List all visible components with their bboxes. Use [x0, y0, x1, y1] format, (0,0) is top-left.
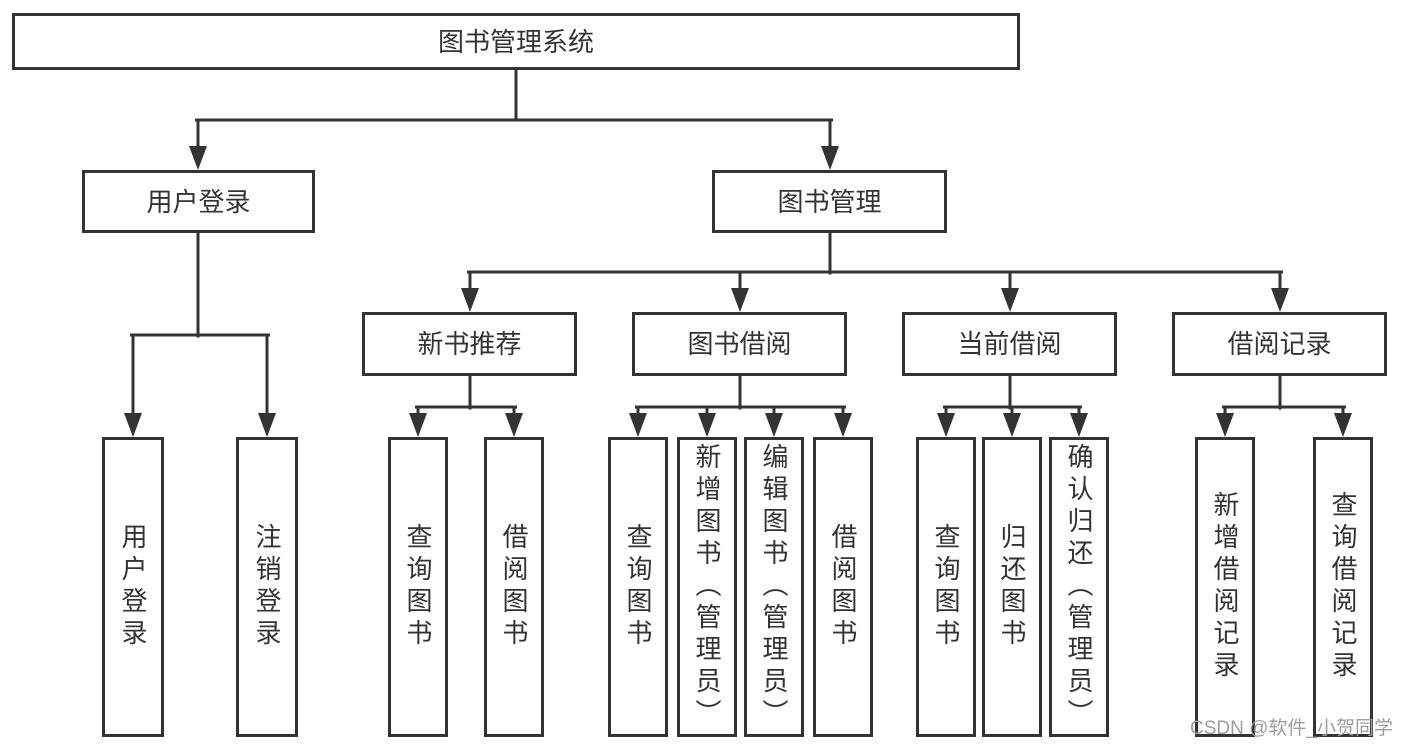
leaf-logout: 注销登录 [236, 437, 298, 737]
leaf-add-borrow-record: 新增借阅记录 [1195, 437, 1255, 737]
node-label: 用户登录 [118, 523, 148, 651]
node-label: 新增图书（管理员） [692, 443, 722, 731]
node-label: 借阅图书 [499, 523, 529, 651]
node-new-book-recommendation: 新书推荐 [362, 312, 577, 376]
watermark: CSDN @软件_小贺同学 [1190, 718, 1393, 739]
node-label: 归还图书 [997, 523, 1027, 651]
node-book-borrowing: 图书借阅 [632, 312, 847, 376]
node-label: 图书管理系统 [437, 26, 594, 57]
node-label: 新增借阅记录 [1210, 491, 1240, 683]
node-label: 查询借阅记录 [1328, 491, 1358, 683]
node-label: 注销登录 [252, 523, 282, 651]
leaf-user-login: 用户登录 [102, 437, 164, 737]
node-label: 确认归还（管理员） [1064, 443, 1094, 731]
node-borrowing-records: 借阅记录 [1172, 312, 1387, 376]
arrowheads [124, 146, 1352, 437]
node-label: 查询图书 [403, 523, 433, 651]
leaf-edit-books-admin: 编辑图书（管理员） [744, 437, 804, 737]
leaf-borrow-books: 借阅图书 [813, 437, 873, 737]
leaf-borrow-books-recommend: 借阅图书 [484, 437, 544, 737]
node-label: 当前借阅 [957, 329, 1062, 359]
leaf-confirm-return-admin: 确认归还（管理员） [1049, 437, 1109, 737]
node-label: 查询图书 [623, 523, 653, 651]
node-book-management: 图书管理 [712, 170, 947, 233]
node-label: 借阅记录 [1227, 329, 1332, 359]
node-label: 图书管理 [777, 186, 882, 217]
node-label: 编辑图书（管理员） [759, 443, 789, 731]
node-label: 图书借阅 [687, 329, 792, 359]
leaf-return-books: 归还图书 [982, 437, 1042, 737]
node-current-borrowing: 当前借阅 [902, 312, 1117, 376]
node-label: 查询图书 [931, 523, 961, 651]
leaf-query-books-borrow: 查询图书 [608, 437, 668, 737]
node-label: 用户登录 [146, 186, 251, 217]
node-label: 新书推荐 [417, 329, 522, 359]
leaf-query-books-current: 查询图书 [916, 437, 976, 737]
node-user-login: 用户登录 [82, 170, 315, 233]
node-label: 借阅图书 [828, 523, 858, 651]
leaf-add-books-admin: 新增图书（管理员） [677, 437, 737, 737]
leaf-query-borrow-record: 查询借阅记录 [1313, 437, 1373, 737]
leaf-query-books-recommend: 查询图书 [388, 437, 448, 737]
node-library-management-system: 图书管理系统 [12, 13, 1020, 70]
